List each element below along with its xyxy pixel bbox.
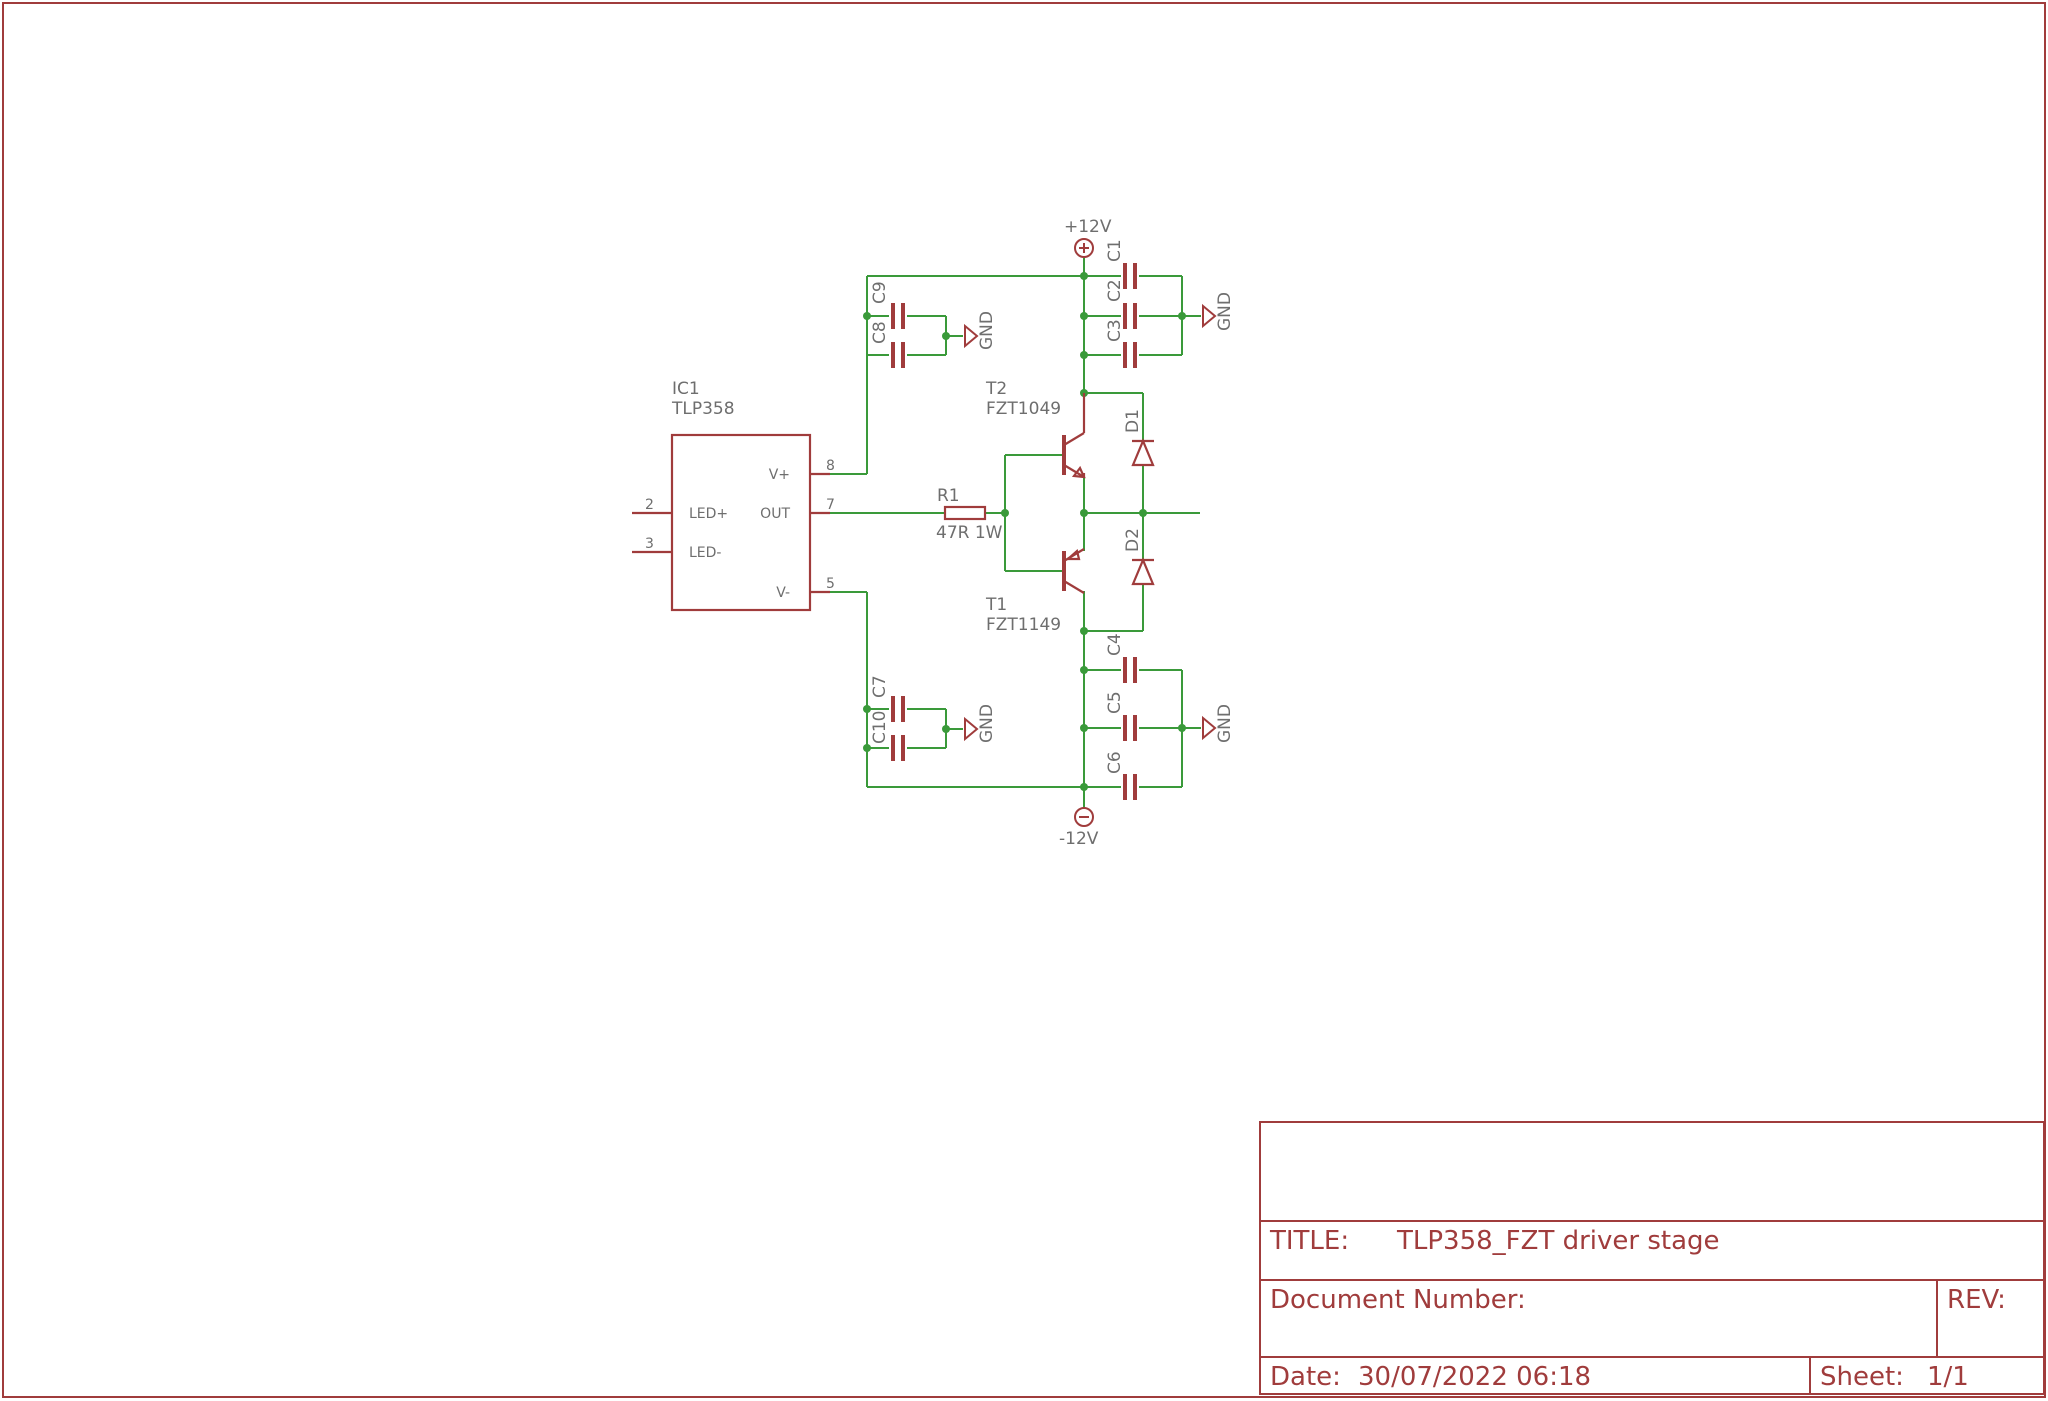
t1-value: FZT1149 (986, 615, 1061, 635)
rev-label: REV: (1947, 1285, 2006, 1315)
ic1-pin-3-number: 3 (645, 536, 654, 552)
title-value: TLP358_FZT driver stage (1396, 1226, 1720, 1256)
c6-capacitor[interactable]: C6 (1105, 751, 1137, 800)
ic1-pin-7-number: 7 (826, 497, 835, 513)
ic1-pin-8-number: 8 (826, 458, 835, 474)
gnd-symbol-3: GND (964, 704, 997, 743)
power-pos-symbol: +12V (1064, 217, 1112, 258)
d1-diode[interactable]: D1 (1123, 409, 1155, 467)
d2-ref: D2 (1123, 528, 1143, 552)
gnd-symbol-1: GND (964, 311, 997, 350)
ic1-symbol[interactable]: IC1 TLP358 V+ OUT V- LED+ LED- 8 7 5 2 3 (632, 379, 835, 612)
sheet-label: Sheet: (1820, 1362, 1904, 1392)
ic1-pin-vminus-label: V- (776, 585, 790, 601)
gnd-label-3: GND (977, 704, 997, 743)
ic1-value: TLP358 (671, 399, 735, 419)
date-value: 30/07/2022 06:18 (1358, 1362, 1591, 1392)
c5-capacitor[interactable]: C5 (1105, 691, 1137, 741)
c2-capacitor[interactable]: C2 (1105, 279, 1137, 329)
c5-ref: C5 (1105, 691, 1125, 714)
r1-value: 47R 1W (936, 523, 1003, 543)
t1-transistor[interactable]: T1 FZT1149 (985, 548, 1085, 635)
date-label: Date: (1270, 1362, 1341, 1392)
c1-capacitor[interactable]: C1 (1105, 239, 1137, 289)
t2-transistor[interactable]: T2 FZT1049 (985, 379, 1086, 479)
power-neg-symbol: -12V (1059, 807, 1099, 849)
c7-ref: C7 (870, 675, 890, 698)
r1-ref: R1 (937, 486, 960, 506)
c3-ref: C3 (1105, 319, 1125, 342)
power-pos-label: +12V (1064, 217, 1112, 237)
d2-diode[interactable]: D2 (1123, 528, 1155, 586)
gnd-label-1: GND (977, 311, 997, 350)
ic1-pin-ledp-label: LED+ (689, 506, 728, 522)
power-neg-label: -12V (1059, 829, 1099, 849)
c1-ref: C1 (1105, 239, 1125, 262)
t2-value: FZT1049 (986, 399, 1061, 419)
r1-symbol[interactable]: R1 47R 1W (936, 486, 1003, 543)
gnd-label-4: GND (1215, 704, 1235, 743)
gnd-label-2: GND (1215, 292, 1235, 331)
ic1-pin-5-number: 5 (826, 576, 835, 592)
ic1-ref: IC1 (672, 379, 700, 399)
gnd-symbol-2: GND (1202, 292, 1235, 331)
gnd-symbol-4: GND (1202, 704, 1235, 743)
c8-capacitor[interactable]: C8 (870, 321, 905, 368)
ic1-pin-2-number: 2 (645, 497, 654, 513)
d1-ref: D1 (1123, 409, 1143, 433)
t2-ref: T2 (985, 379, 1007, 399)
c9-ref: C9 (870, 281, 890, 304)
c2-ref: C2 (1105, 279, 1125, 302)
ic1-pin-out-label: OUT (760, 506, 790, 522)
wires (814, 258, 1201, 808)
ic1-pin-ledn-label: LED- (689, 545, 721, 561)
sheet-value: 1/1 (1927, 1362, 1969, 1392)
junctions (863, 272, 1186, 791)
c8-ref: C8 (870, 321, 890, 344)
c10-ref: C10 (870, 710, 890, 744)
c4-capacitor[interactable]: C4 (1105, 633, 1137, 683)
c4-ref: C4 (1105, 633, 1125, 656)
c6-ref: C6 (1105, 751, 1125, 774)
c9-capacitor[interactable]: C9 (870, 281, 905, 329)
c3-capacitor[interactable]: C3 (1105, 319, 1137, 368)
title-block: TITLE: TLP358_FZT driver stage Document … (1259, 1121, 2045, 1395)
t1-ref: T1 (985, 595, 1007, 615)
document-number-label: Document Number: (1270, 1285, 1526, 1315)
title-label: TITLE: (1269, 1226, 1349, 1256)
c10-capacitor[interactable]: C10 (870, 710, 905, 761)
c7-capacitor[interactable]: C7 (870, 675, 905, 722)
ic1-pin-vplus-label: V+ (769, 467, 790, 483)
